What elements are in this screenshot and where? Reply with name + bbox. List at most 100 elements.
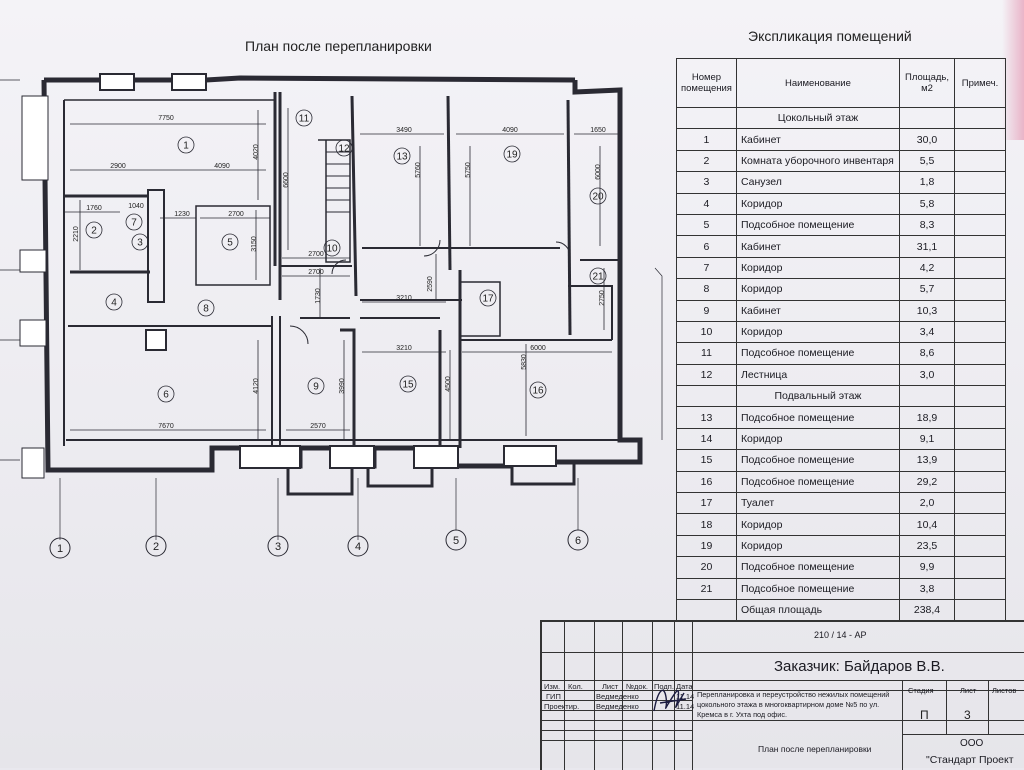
cell-note: [954, 342, 1006, 365]
drawing-code: 210 / 14 - АР: [814, 630, 867, 640]
cell-number: 7: [676, 256, 737, 280]
col-podp: Подп.: [654, 682, 674, 691]
cell-area: 3,8: [899, 577, 955, 600]
dimension-label: 2750: [599, 290, 606, 306]
cell-note: [954, 513, 1006, 536]
axis-label: 1: [57, 543, 63, 555]
cell-number: 20: [676, 556, 737, 579]
cell-name: Подсобное помещение: [735, 556, 901, 579]
project-description: Перепланировка и переустройство нежилых …: [697, 690, 890, 719]
room-marker: [529, 381, 547, 399]
cell-name: Подсобное помещение: [735, 213, 901, 237]
cell-area: 9,9: [899, 556, 955, 579]
room-marker: [125, 213, 143, 231]
cell-area: 5,8: [899, 192, 955, 215]
dimension-label: 2700: [228, 211, 244, 218]
cell-name: Кабинет: [735, 128, 901, 151]
room-number: 15: [402, 380, 414, 391]
cell-note: [954, 363, 1006, 387]
room-marker: [335, 139, 353, 157]
room-number: 7: [131, 218, 137, 229]
room-marker: [197, 299, 215, 317]
room-number: 10: [326, 244, 338, 255]
dimension-label: 2590: [427, 276, 434, 292]
dimension-label: 6000: [530, 345, 546, 352]
axis-circle: [145, 535, 167, 557]
col-izm: Изм.: [544, 682, 561, 691]
cell-note: [954, 128, 1006, 151]
header-note: Примеч.: [954, 58, 1006, 108]
dimension-label: 6600: [283, 172, 290, 188]
dimension-label: 4090: [214, 163, 230, 170]
dimension-label: 2700: [308, 269, 324, 276]
cell-note: [954, 320, 1006, 344]
sheet-title: План после перепланировки: [758, 744, 872, 754]
cell-note: [954, 235, 1006, 258]
axis-circle: [267, 535, 289, 557]
cell-number: 14: [676, 427, 737, 451]
cell-note: [954, 149, 1006, 173]
cell-note: [954, 577, 1006, 600]
dimension-label: 7670: [158, 423, 174, 430]
cell-note: [954, 534, 1006, 558]
dimension-label: 5830: [521, 354, 528, 370]
axis-label: 4: [355, 541, 361, 553]
room-number: 20: [592, 192, 604, 203]
header-area: Площадь, м2: [899, 58, 955, 108]
axis-label: 5: [453, 535, 459, 547]
dimension-label: 4090: [502, 127, 518, 134]
dimension-label: 7750: [158, 115, 174, 122]
room-marker: [399, 375, 417, 393]
cell-note: [954, 256, 1006, 280]
cell-area: 8,6: [899, 342, 955, 365]
cell-number: 2: [676, 149, 737, 173]
cell-area: 5,7: [899, 278, 955, 301]
customer-name: Заказчик: Байдаров В.В.: [774, 658, 945, 675]
axis-circle: [49, 537, 71, 559]
org-line2: "Стандарт Проект: [926, 754, 1014, 766]
cell-area: 31,1: [899, 235, 955, 258]
cell-number: 11: [676, 342, 737, 365]
cell-note: [954, 449, 1006, 472]
cell-note: [954, 299, 1006, 322]
cell-area: 18,9: [899, 406, 955, 429]
room-marker: [323, 239, 341, 257]
dimension-label: 1040: [128, 203, 144, 210]
cell-note: [954, 427, 1006, 451]
room-marker: [131, 233, 149, 251]
cell-name: Коридор: [735, 256, 901, 280]
dimension-label: 1650: [590, 127, 606, 134]
stage-value: П: [920, 708, 929, 722]
dimension-label: 4120: [253, 378, 260, 394]
room-number: 2: [91, 226, 97, 237]
org-line1: ООО: [960, 738, 984, 749]
gip-date: 11.14: [676, 692, 695, 701]
dimension-label: 3210: [396, 345, 412, 352]
room-number: 13: [396, 152, 408, 163]
room-marker: [295, 109, 313, 127]
cell-area: 3,0: [899, 363, 955, 387]
header-number: Номер помещения: [676, 58, 737, 108]
dimension-label: 6000: [595, 164, 602, 180]
dimension-label: 2900: [110, 163, 126, 170]
sheets-label: Листов: [992, 686, 1017, 695]
room-number: 6: [163, 390, 169, 401]
cell-area: 10,3: [899, 299, 955, 322]
background-edge: [1002, 0, 1024, 140]
plan-title: План после перепланировки: [245, 38, 432, 54]
cell-area: 10,4: [899, 513, 955, 536]
cell-note: [954, 470, 1006, 494]
room-number: 17: [482, 294, 494, 305]
room-number: 9: [313, 382, 319, 393]
room-marker: [589, 187, 607, 205]
